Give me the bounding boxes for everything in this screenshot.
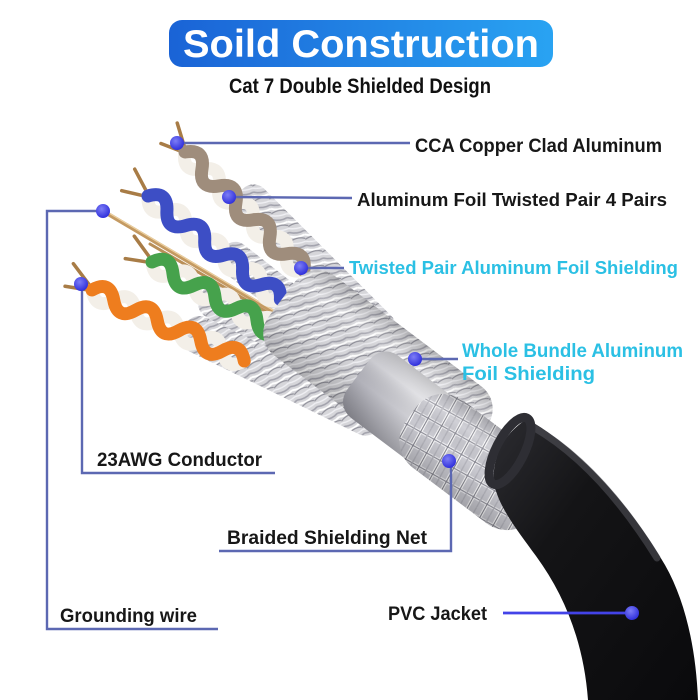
- page-title: Soild Construction: [183, 23, 539, 66]
- foil-twisted-pair-callout-line: [228, 195, 353, 200]
- callout-dot: [222, 190, 236, 204]
- pvc-jacket: [484, 412, 698, 700]
- label-cca: CCA Copper Clad Aluminum: [415, 136, 662, 157]
- twisted-pair-green: [123, 234, 306, 352]
- grounding-callout-line: [45, 209, 218, 631]
- callout-dot: [294, 261, 308, 275]
- callout-dot: [408, 352, 422, 366]
- page-subtitle: Cat 7 Double Shielded Design: [229, 75, 491, 98]
- callout-dot: [170, 136, 184, 150]
- label-whole-bundle-line2: Foil Shielding: [462, 364, 595, 385]
- callout-dot: [74, 277, 88, 291]
- label-braided-net: Braided Shielding Net: [227, 528, 428, 549]
- label-whole-bundle-line1: Whole Bundle Aluminum: [462, 341, 683, 362]
- callout-lines: [45, 141, 632, 631]
- jacket-highlight: [529, 423, 661, 562]
- label-grounding: Grounding wire: [60, 606, 197, 627]
- braided-net-callout-line: [219, 466, 453, 553]
- cable-illustration: [63, 121, 698, 700]
- callout-dot: [442, 454, 456, 468]
- conductor-callout-line: [80, 288, 275, 475]
- label-foil-twisted-pair: Aluminum Foil Twisted Pair 4 Pairs: [357, 190, 667, 210]
- callout-dot: [96, 204, 110, 218]
- callout-dots: [74, 136, 639, 620]
- label-pvc: PVC Jacket: [388, 604, 488, 625]
- label-twisted-pair-shielding: Twisted Pair Aluminum Foil Shielding: [349, 258, 678, 278]
- banner-background: [169, 20, 553, 67]
- label-conductor: 23AWG Conductor: [97, 450, 263, 471]
- jacket-cut-rim: [484, 412, 536, 490]
- callout-labels: CCA Copper Clad Aluminum Aluminum Foil T…: [60, 136, 683, 627]
- title-banner: Soild Construction Cat 7 Double Shielded…: [169, 20, 553, 98]
- callout-dot: [625, 606, 639, 620]
- twisted-pair-blue: [119, 167, 288, 309]
